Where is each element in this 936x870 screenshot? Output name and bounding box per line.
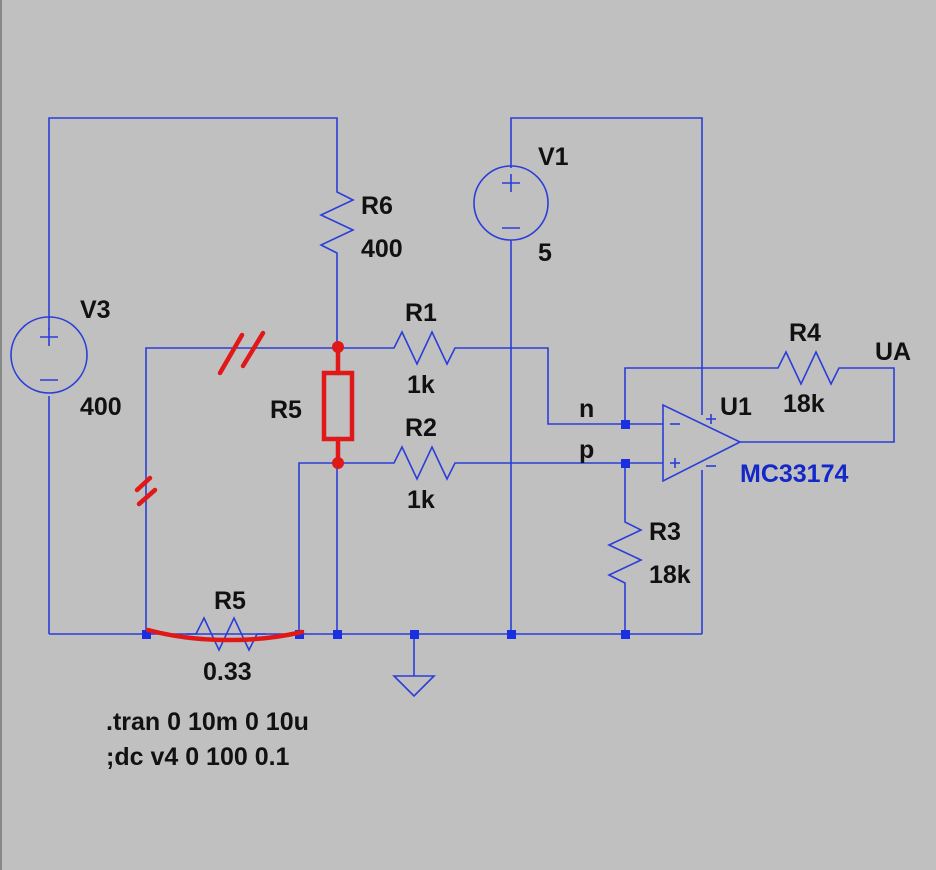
node-dot [333, 630, 342, 639]
node-dot [410, 630, 419, 639]
wire-v1-supply [510, 117, 703, 415]
spice-dc-comment[interactable]: ;dc v4 0 100 0.1 [106, 743, 290, 771]
r2-resistor[interactable] [384, 445, 466, 481]
wire-left-to-r1 [145, 347, 384, 634]
r5-box-name: R5 [270, 396, 302, 424]
net-label-ua: UA [875, 338, 911, 366]
r4-resistor[interactable] [768, 350, 848, 386]
r1-value: 1k [407, 371, 435, 399]
r6-name: R6 [361, 192, 393, 220]
r2-value: 1k [407, 486, 435, 514]
r1-name: R1 [405, 299, 437, 327]
wire-r5-to-r2 [298, 462, 384, 634]
r5-bottom-name: R5 [214, 587, 246, 615]
v1-source[interactable] [473, 165, 549, 241]
wire-v3-top-r6 [48, 117, 338, 330]
v1-name: V1 [538, 143, 569, 171]
r4-name: R4 [789, 319, 821, 347]
red-annotations [134, 330, 355, 643]
wire-r1-to-n [466, 347, 625, 425]
r4-value: 18k [783, 390, 825, 418]
break-mark [240, 330, 266, 369]
break-mark [134, 475, 153, 493]
node-dot [621, 420, 630, 429]
u1-opamp[interactable] [662, 403, 742, 483]
node-dot [621, 630, 630, 639]
break-mark [136, 487, 158, 507]
net-label-p: p [579, 436, 594, 464]
v1-value: 5 [538, 239, 552, 267]
r5-box-node-top [332, 341, 344, 353]
r5-bottom-resistor[interactable] [186, 616, 266, 652]
r3-resistor[interactable] [607, 512, 643, 594]
u1-name: U1 [720, 393, 752, 421]
break-mark [217, 332, 245, 376]
wire-n-to-r4 [624, 367, 768, 424]
r1-resistor[interactable] [384, 330, 466, 366]
r5-bottom-value: 0.33 [203, 658, 252, 686]
node-dot [621, 459, 630, 468]
v3-name: V3 [80, 296, 111, 324]
r6-resistor[interactable] [319, 182, 355, 263]
u1-model: MC33174 [740, 460, 848, 488]
node-dot [142, 630, 151, 639]
r3-value: 18k [649, 561, 691, 589]
net-label-n: n [579, 395, 594, 423]
node-dot [507, 630, 516, 639]
v3-value: 400 [80, 393, 122, 421]
ground-symbol [392, 675, 436, 698]
wire-r4-to-output [740, 367, 895, 443]
wires [48, 117, 895, 676]
v3-source[interactable] [10, 316, 88, 394]
r2-name: R2 [405, 414, 437, 442]
r5-box-node-bottom [332, 457, 344, 469]
r5-box-resistor[interactable] [321, 370, 355, 442]
spice-tran-directive[interactable]: .tran 0 10m 0 10u [106, 708, 309, 736]
r3-name: R3 [649, 518, 681, 546]
r5-bottom-underline [145, 627, 305, 643]
r6-value: 400 [361, 235, 403, 263]
